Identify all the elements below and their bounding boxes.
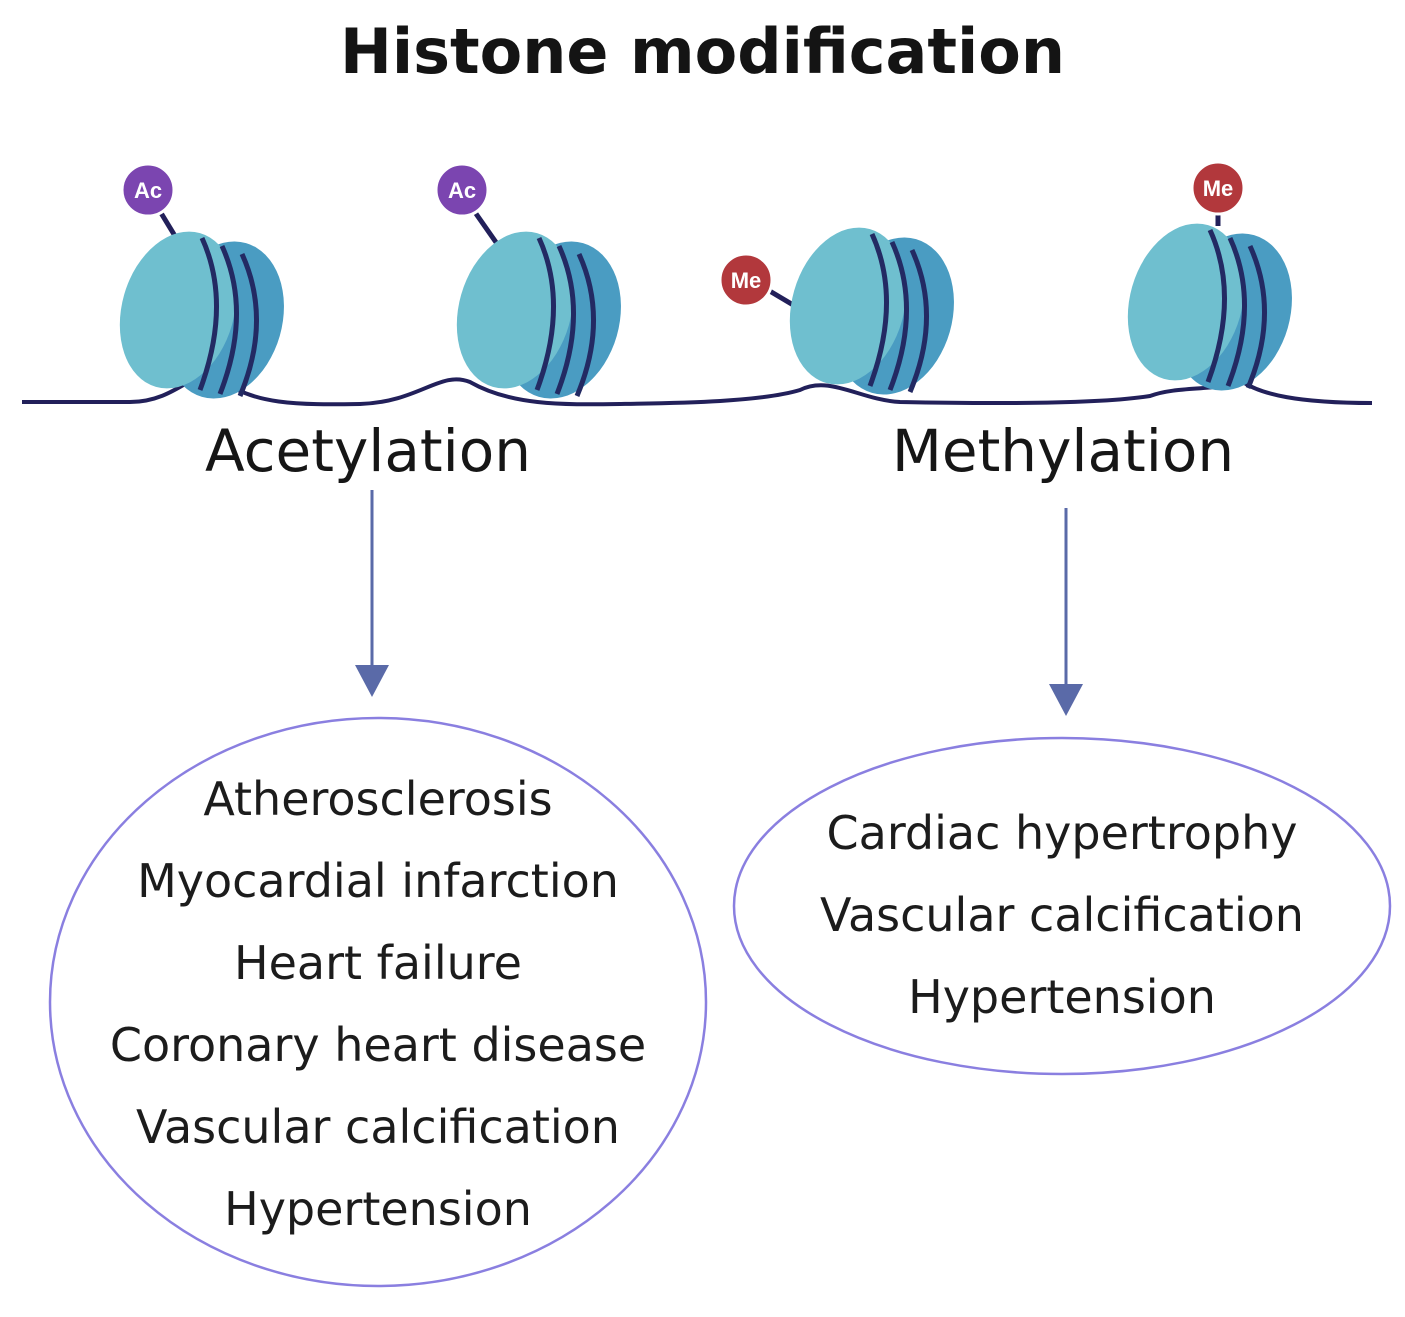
methylation-disease-ellipse	[732, 736, 1392, 1076]
acetyl-marker-2: Ac	[434, 162, 490, 218]
dna-strand	[22, 371, 1373, 407]
acetylation-disease-ellipse	[48, 716, 708, 1288]
nucleosome-2	[456, 231, 621, 399]
methyl-marker-label: Me	[1203, 176, 1234, 201]
methylation-label: Methylation	[891, 417, 1235, 485]
acetylation-disease-list: Atherosclerosis Myocardial infarction He…	[50, 758, 706, 1250]
methylation-arrow	[1049, 508, 1083, 716]
methyl-marker-1: Me	[718, 252, 774, 308]
nucleosome-1	[119, 231, 284, 399]
disease-item: Coronary heart disease	[109, 1018, 647, 1072]
acetyl-stem-2	[469, 206, 503, 250]
acetyl-marker-1: Ac	[120, 162, 176, 218]
acetyl-marker-label: Ac	[448, 178, 476, 203]
diagram-title: Histone modification	[339, 15, 1066, 88]
disease-item: Vascular calcification	[820, 888, 1304, 942]
acetylation-label: Acetylation	[204, 417, 532, 485]
disease-item: Vascular calcification	[136, 1100, 620, 1154]
methyl-marker-label: Me	[731, 268, 762, 293]
methylation-disease-list: Cardiac hypertrophy Vascular calcificati…	[734, 792, 1390, 1038]
disease-item: Hypertension	[224, 1182, 532, 1236]
disease-item: Heart failure	[234, 936, 522, 990]
nucleosome-4	[1127, 223, 1292, 391]
nucleosome-3	[789, 227, 954, 395]
acetylation-arrow	[355, 490, 389, 697]
disease-item: Atherosclerosis	[203, 772, 553, 826]
disease-item: Hypertension	[908, 970, 1216, 1024]
methyl-marker-2: Me	[1190, 160, 1246, 216]
disease-item: Myocardial infarction	[137, 854, 619, 908]
disease-item: Cardiac hypertrophy	[826, 806, 1298, 860]
acetyl-marker-label: Ac	[134, 178, 162, 203]
